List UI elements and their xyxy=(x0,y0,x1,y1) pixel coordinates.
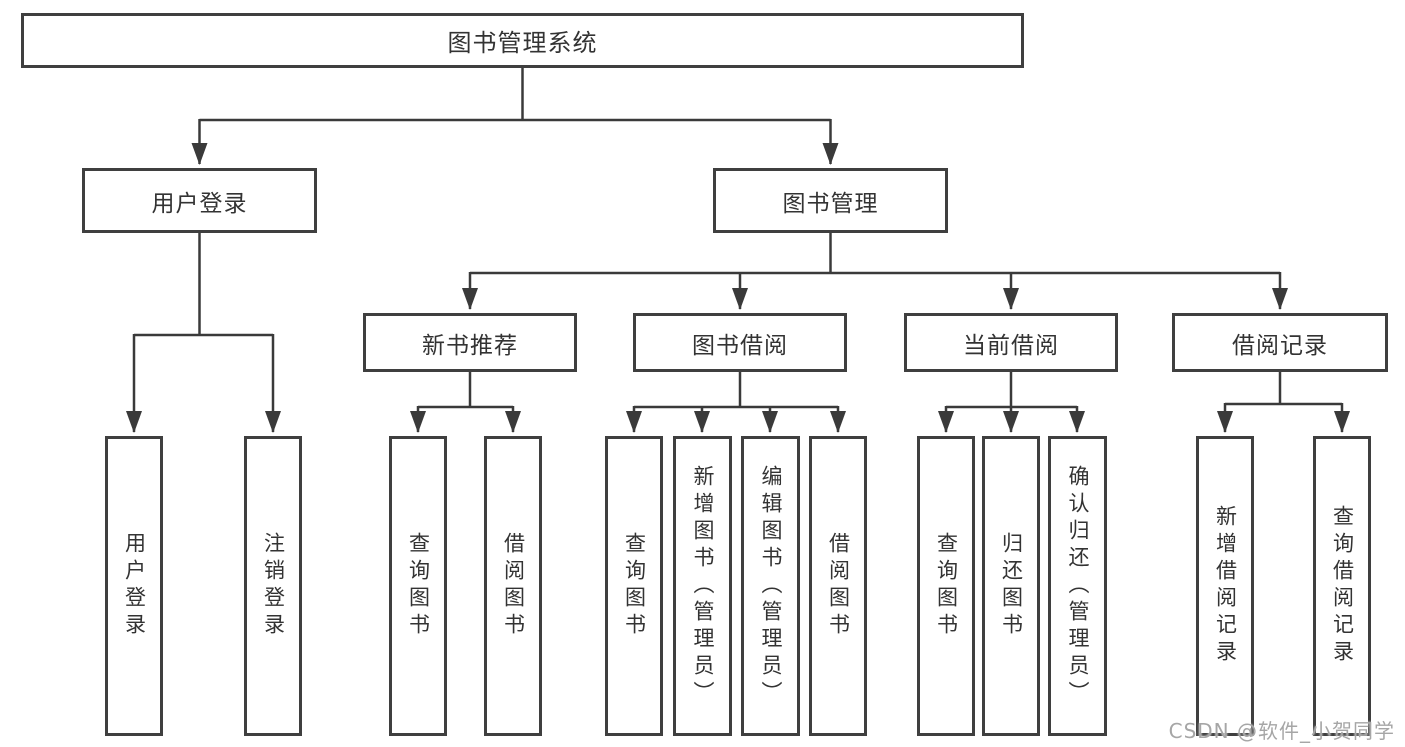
node-new-book-recommend: 新书推荐 xyxy=(363,313,577,372)
leaf-recommend-query-books-label: 查询图书 xyxy=(406,532,431,640)
leaf-add-borrow-record: 新增借阅记录 xyxy=(1196,436,1254,736)
leaf-query-borrow-record-label: 查询借阅记录 xyxy=(1330,505,1355,667)
leaf-edit-books-admin-label: 编辑图书（管理员） xyxy=(759,464,783,708)
leaf-user-login: 用户登录 xyxy=(105,436,163,736)
node-borrow-records: 借阅记录 xyxy=(1172,313,1388,372)
leaf-query-borrow-record: 查询借阅记录 xyxy=(1313,436,1371,736)
leaf-logout: 注销登录 xyxy=(244,436,302,736)
node-current-borrow: 当前借阅 xyxy=(904,313,1118,372)
node-root-label: 图书管理系统 xyxy=(447,29,598,57)
node-current-borrow-label: 当前借阅 xyxy=(963,332,1059,359)
leaf-recommend-borrow-books: 借阅图书 xyxy=(484,436,542,736)
leaf-recommend-borrow-books-label: 借阅图书 xyxy=(501,532,526,640)
node-book-management-label: 图书管理 xyxy=(782,190,879,217)
leaf-confirm-return-admin-label: 确认归还（管理员） xyxy=(1066,464,1090,708)
leaf-add-books-admin-label: 新增图书（管理员） xyxy=(691,464,715,708)
leaf-edit-books-admin: 编辑图书（管理员） xyxy=(741,436,800,736)
node-borrow-records-label: 借阅记录 xyxy=(1232,332,1328,359)
leaf-current-query-books-label: 查询图书 xyxy=(934,532,959,640)
node-new-book-recommend-label: 新书推荐 xyxy=(422,332,518,359)
leaf-borrow-books-label: 借阅图书 xyxy=(826,532,851,640)
leaf-user-login-label: 用户登录 xyxy=(122,532,147,640)
leaf-recommend-query-books: 查询图书 xyxy=(389,436,447,736)
leaf-current-query-books: 查询图书 xyxy=(917,436,975,736)
node-book-borrow: 图书借阅 xyxy=(633,313,847,372)
node-book-borrow-label: 图书借阅 xyxy=(692,332,788,359)
leaf-add-books-admin: 新增图书（管理员） xyxy=(673,436,732,736)
leaf-logout-label: 注销登录 xyxy=(261,532,286,640)
leaf-confirm-return-admin: 确认归还（管理员） xyxy=(1048,436,1107,736)
leaf-borrow-books: 借阅图书 xyxy=(809,436,867,736)
leaf-return-books: 归还图书 xyxy=(982,436,1040,736)
leaf-borrow-query-books: 查询图书 xyxy=(605,436,663,736)
watermark: CSDN @软件_小贺同学 xyxy=(1168,719,1395,743)
leaf-add-borrow-record-label: 新增借阅记录 xyxy=(1213,505,1238,667)
node-root: 图书管理系统 xyxy=(21,13,1024,68)
node-user-login-label: 用户登录 xyxy=(151,190,248,217)
node-book-management: 图书管理 xyxy=(713,168,948,233)
leaf-borrow-query-books-label: 查询图书 xyxy=(622,532,647,640)
node-user-login: 用户登录 xyxy=(82,168,317,233)
leaf-return-books-label: 归还图书 xyxy=(999,532,1024,640)
